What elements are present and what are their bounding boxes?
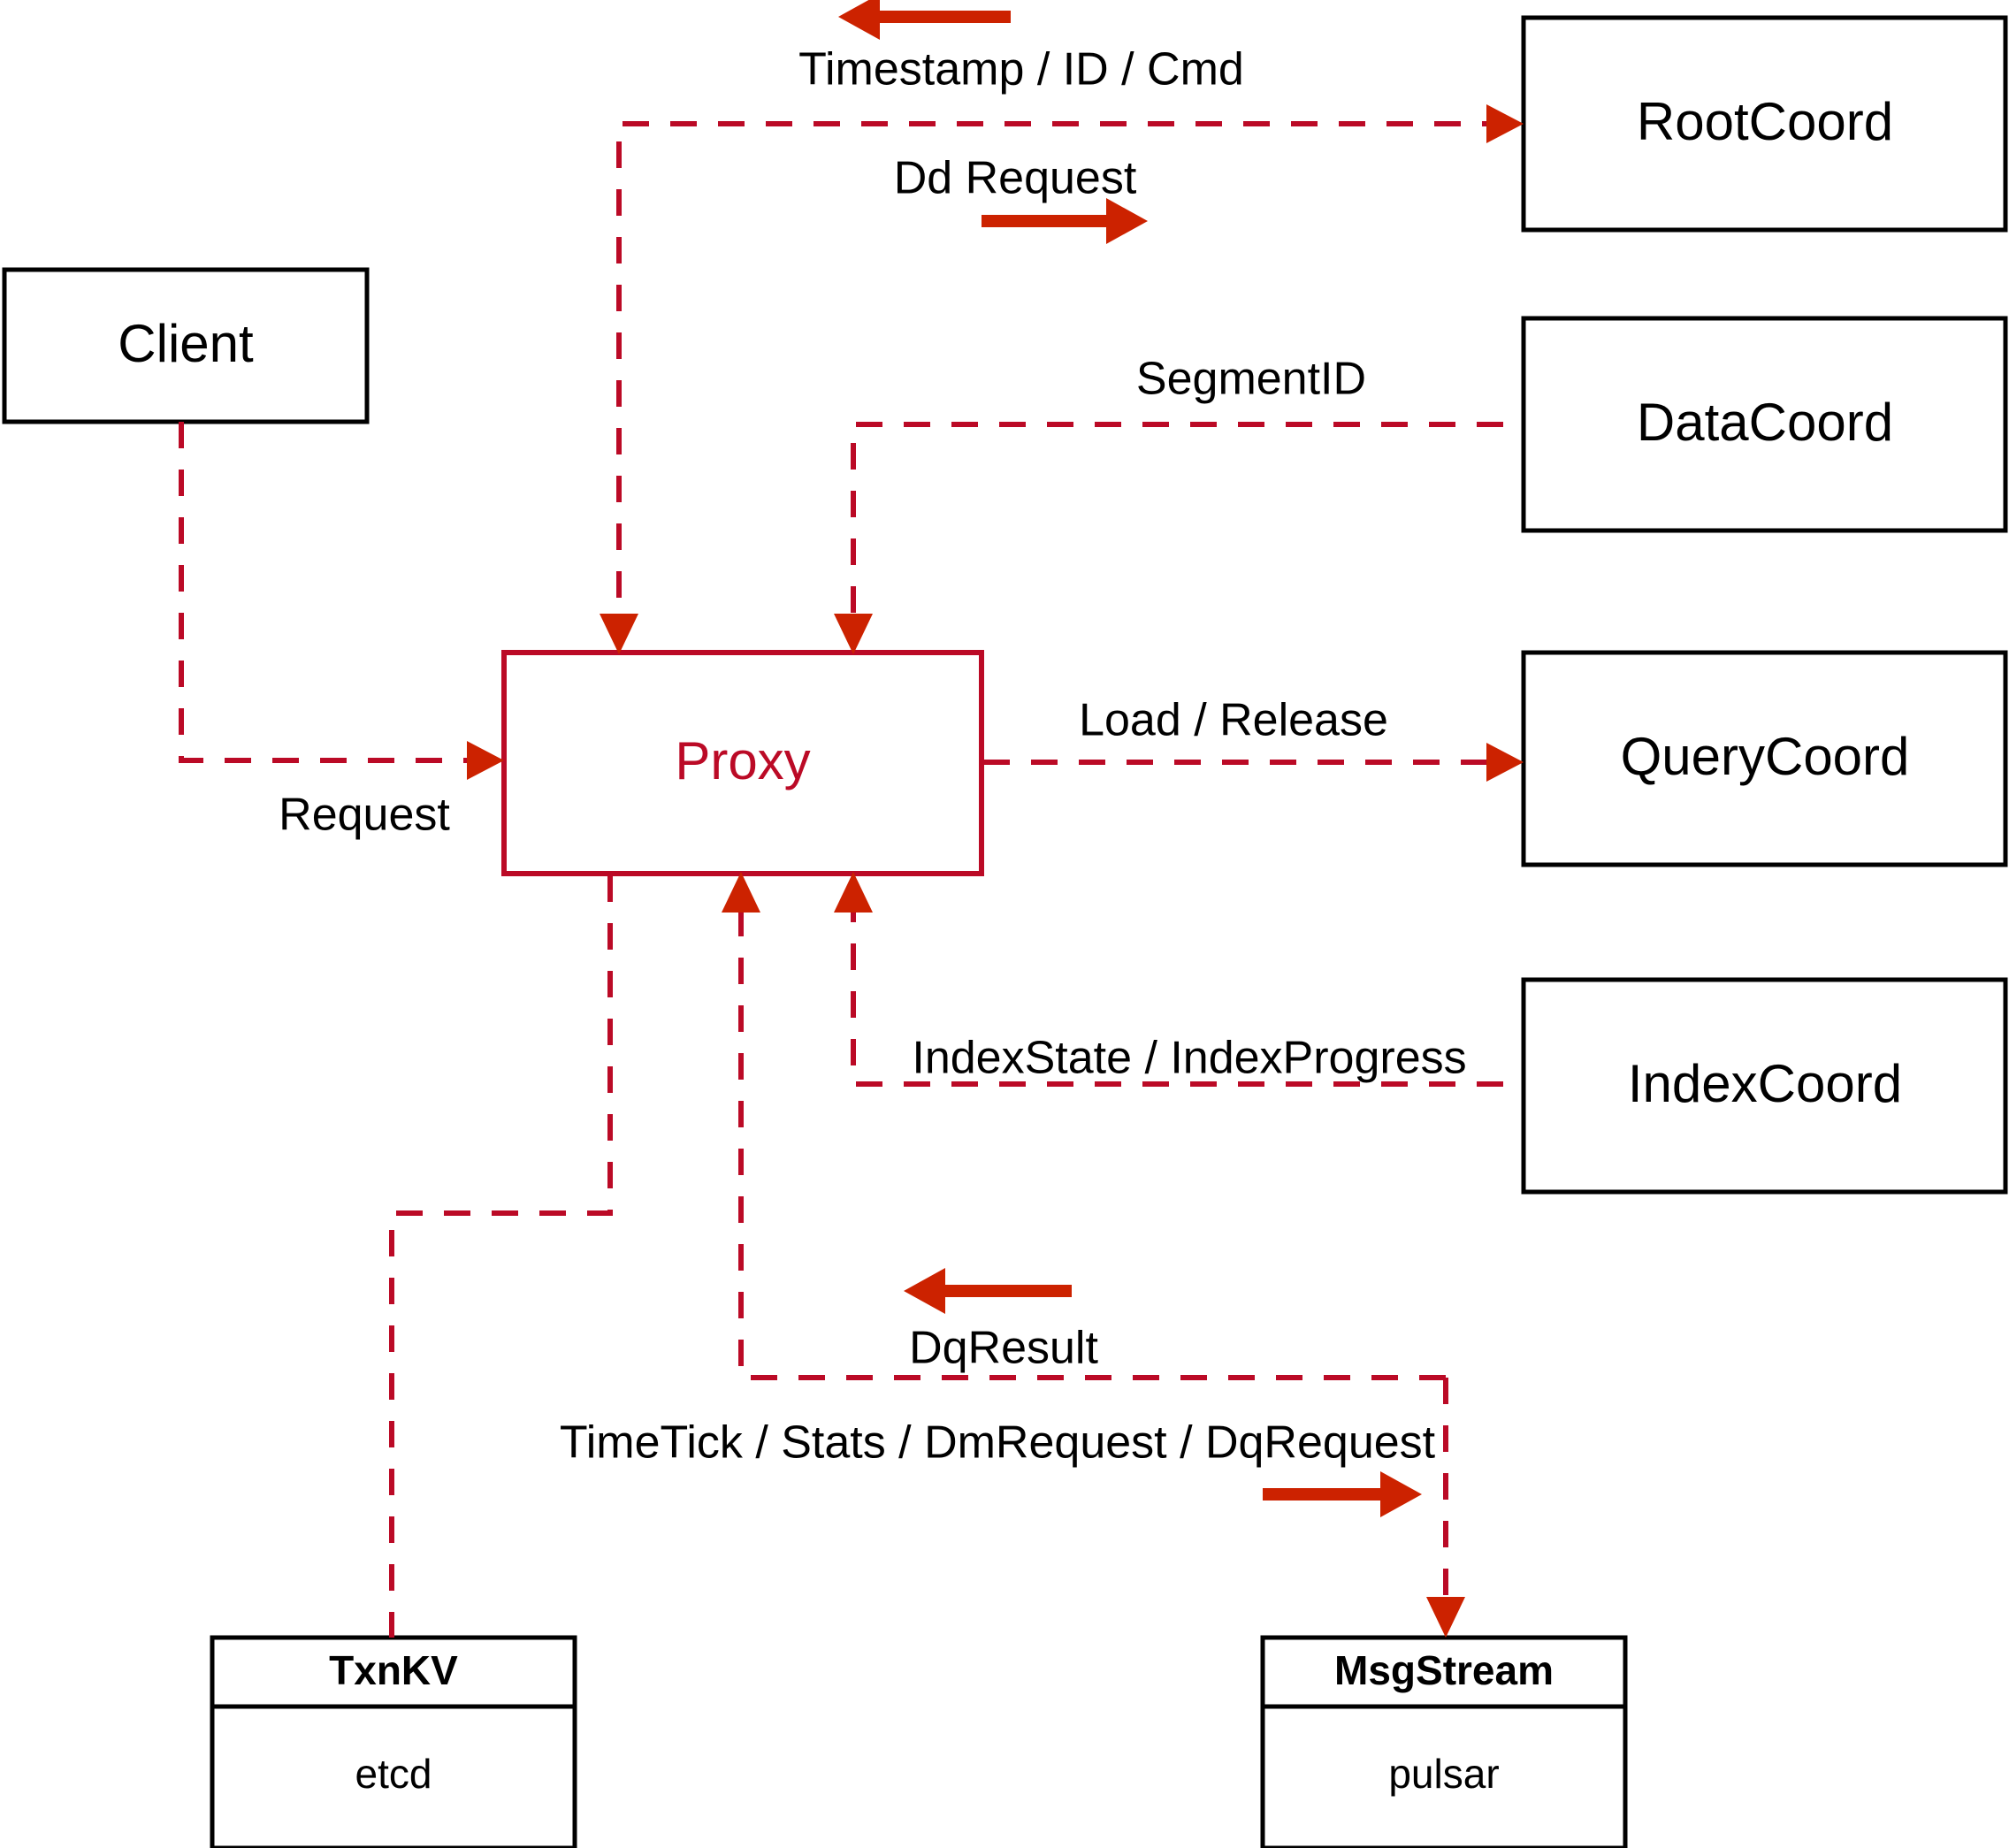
node-querycoord[interactable]: QueryCoord [1521, 650, 2008, 867]
edge-proxy-msgstream-arrowhead [1426, 1597, 1465, 1638]
node-msgstream-box[interactable] [1260, 1635, 1628, 1848]
node-proxy-label: Proxy [675, 731, 810, 790]
edge-client-proxy [179, 422, 485, 763]
node-datacoord-label: DataCoord [1637, 393, 1893, 452]
node-indexcoord-label: IndexCoord [1628, 1054, 1902, 1113]
node-txnkv-impl: etcd [355, 1751, 432, 1797]
node-msgstream-title: MsgStream [1334, 1647, 1554, 1693]
node-proxy[interactable]: Proxy [501, 650, 984, 876]
node-txnkv-title: TxnKV [329, 1647, 458, 1693]
edge-indexcoord-proxy [851, 881, 1503, 1087]
node-datacoord-box[interactable] [1521, 316, 2008, 533]
edge-datacoord-proxy [851, 422, 1503, 645]
direction-arrow-dd-request [982, 198, 1148, 244]
edge-indexcoord-proxy-arrowhead [834, 872, 873, 913]
edge-label-dd-request: Dd Request [894, 153, 1137, 204]
direction-arrow-timestamp [838, 0, 1011, 40]
node-client-box[interactable] [2, 267, 370, 424]
edge-proxy-txnkv [389, 875, 613, 1638]
node-proxy-box[interactable] [501, 650, 984, 876]
edge-label-indexstate: IndexState / IndexProgress [912, 1033, 1466, 1084]
node-client[interactable]: Client [2, 267, 370, 424]
edge-label-timetick: TimeTick / Stats / DmRequest / DqRequest [560, 1417, 1436, 1469]
edge-label-load-release: Load / Release [1079, 695, 1388, 746]
node-rootcoord-label: RootCoord [1637, 92, 1893, 151]
node-txnkv[interactable]: TxnKV etcd [210, 1635, 577, 1848]
edge-msgstream-proxy-arrowhead [722, 872, 760, 913]
edge-label-segmentid: SegmentID [1136, 354, 1366, 405]
edge-label-dqresult: DqResult [909, 1323, 1098, 1374]
node-rootcoord-box[interactable] [1521, 15, 2008, 233]
node-querycoord-box[interactable] [1521, 650, 2008, 867]
edge-msgstream-proxy [738, 881, 1446, 1380]
node-datacoord[interactable]: DataCoord [1521, 316, 2008, 533]
edge-datacoord-proxy-arrowhead [834, 614, 873, 654]
direction-arrow-dqresult [904, 1268, 1072, 1314]
node-rootcoord[interactable]: RootCoord [1521, 15, 2008, 233]
edge-proxy-querycoord-arrowhead [1486, 743, 1524, 782]
edge-proxy-rootcoord [616, 121, 1503, 645]
edge-rootcoord-proxy-arrowhead [600, 614, 638, 654]
node-querycoord-label: QueryCoord [1621, 727, 1910, 786]
edge-proxy-rootcoord-arrowhead [1486, 104, 1524, 143]
node-msgstream-impl: pulsar [1388, 1751, 1499, 1797]
node-client-label: Client [118, 314, 254, 373]
node-indexcoord[interactable]: IndexCoord [1521, 977, 2008, 1195]
direction-arrow-timetick [1263, 1471, 1422, 1517]
edge-client-proxy-arrowhead [467, 741, 504, 780]
node-msgstream[interactable]: MsgStream pulsar [1260, 1635, 1628, 1848]
edge-label-timestamp-id-cmd: Timestamp / ID / Cmd [798, 44, 1244, 95]
node-txnkv-box[interactable] [210, 1635, 577, 1848]
edge-label-request: Request [279, 790, 450, 841]
node-indexcoord-box[interactable] [1521, 977, 2008, 1195]
